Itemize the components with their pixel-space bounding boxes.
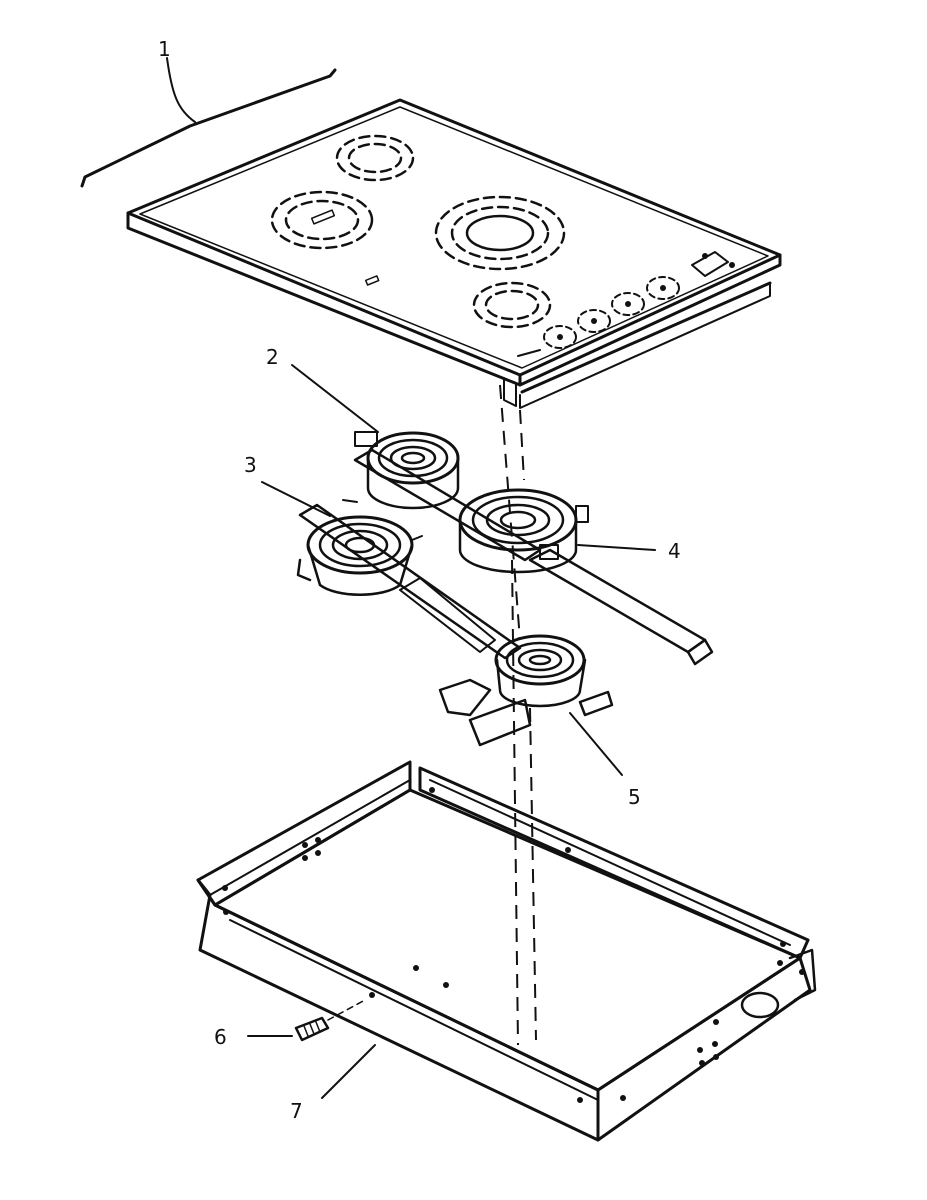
burner-box: [196, 760, 817, 1142]
surface-element-4: [458, 488, 589, 574]
callout-7: 7: [290, 1099, 303, 1123]
callout-4: 4: [668, 539, 681, 563]
cooktop-element-markings: [270, 134, 566, 329]
callout-labels: 1 2 3 4 5 6 7: [158, 37, 681, 1123]
callout-2: 2: [266, 345, 279, 369]
surface-element-3: [296, 499, 423, 597]
surface-element-5: [438, 634, 614, 747]
callout-6: 6: [214, 1025, 227, 1049]
mounting-holes: [222, 787, 805, 1103]
alignment-lines: [499, 384, 537, 1046]
callout-3: 3: [244, 453, 257, 477]
control-knobs: [517, 251, 735, 357]
glass-cooktop: [126, 98, 782, 409]
callout-5: 5: [628, 785, 641, 809]
callout-1: 1: [158, 37, 171, 61]
screw-icon: [247, 999, 366, 1042]
trim-strip: [80, 57, 337, 188]
leader-lines: [261, 364, 656, 1099]
element-support-bar: [298, 448, 714, 666]
surface-element-2: [354, 431, 460, 510]
